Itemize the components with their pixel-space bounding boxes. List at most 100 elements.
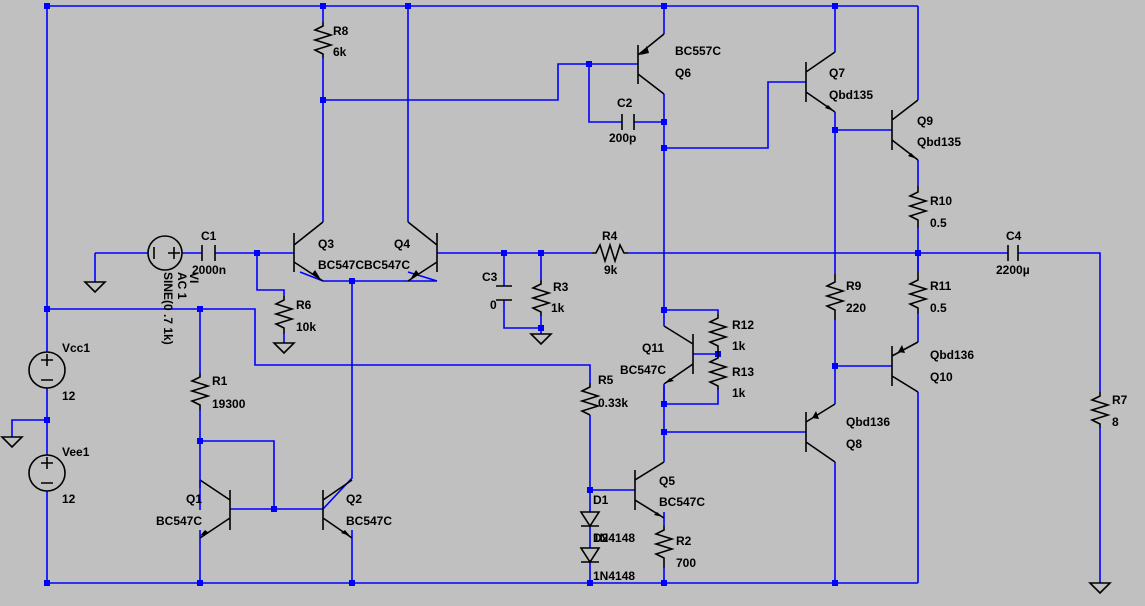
c2-value: 200p [609,131,636,145]
d1-model: 1N4148 [593,531,635,545]
q7-name: Q7 [829,66,845,80]
q5-model: BC547C [659,495,705,509]
ground-supply [0,436,24,449]
transistor-q1[interactable] [199,479,231,539]
c2-name: C2 [617,96,633,110]
r7-value: 8 [1112,415,1119,429]
d1-overlap: D2 [593,531,609,545]
vi-name: VI [187,272,201,283]
q11-name: Q11 [642,341,664,355]
r9-name: R9 [846,279,862,293]
r9-value: 220 [846,301,866,315]
q2-name: Q2 [346,492,362,506]
resistor-r5[interactable] [579,383,601,416]
resistor-r7[interactable] [1089,392,1111,428]
q9-model: Qbd135 [917,135,961,149]
r1-value: 19300 [212,397,246,411]
r10-value: 0.5 [930,216,947,230]
transistor-q10[interactable] [891,341,919,393]
r8-name: R8 [333,24,349,38]
resistor-r4[interactable] [592,242,628,264]
d2-model: 1N4148 [593,569,635,583]
r8-value: 6k [333,45,347,59]
r2-value: 700 [676,556,696,570]
q9-name: Q9 [917,114,933,128]
vi-ac: AC 1 [175,272,189,300]
resistor-r11[interactable] [907,272,929,314]
diode-d2[interactable] [579,547,601,564]
q4-name: Q4 [394,237,410,251]
transistor-q9[interactable] [891,99,919,161]
resistor-r8[interactable] [312,22,334,58]
transistor-q6[interactable] [637,33,665,95]
transistor-q11[interactable] [663,310,694,404]
r13-value: 1k [732,386,746,400]
q1-name: Q1 [186,492,202,506]
voltage-source-vcc1[interactable] [28,351,66,389]
r5-name: R5 [598,373,614,387]
q8-model: Qbd136 [846,415,890,429]
ground-r3 [529,333,553,346]
r12-name: R12 [732,318,754,332]
r13-name: R13 [732,365,754,379]
r5-value: 0.33k [598,396,628,410]
resistor-r3[interactable] [530,280,552,316]
r4-value: 9k [604,263,618,277]
resistor-r13[interactable] [707,354,729,390]
r3-name: R3 [553,280,569,294]
c3-value: 0 [490,298,497,312]
vcc1-value: 12 [62,389,76,403]
resistor-r10[interactable] [907,186,929,228]
c1-name: C1 [201,229,217,243]
c1-value: 2000n [192,263,226,277]
resistor-r1[interactable] [189,373,211,410]
r11-name: R11 [930,279,952,293]
voltage-source-vee1[interactable] [28,454,66,492]
capacitor-c2[interactable] [621,114,635,130]
labels: R8 6k R6 10k R1 19300 R3 1k R4 9k R5 0.3… [62,24,1128,583]
diode-d1[interactable] [579,511,601,528]
transistor-q8[interactable] [805,403,836,463]
q3-model: BC547C [318,258,364,272]
ground-input [83,281,107,294]
transistor-q5[interactable] [634,455,665,519]
ground-output [1088,582,1112,595]
transistor-q7[interactable] [805,51,836,113]
r6-value: 10k [296,320,316,334]
q1-model: BC547C [156,514,202,528]
transistor-q2[interactable] [322,479,353,539]
vee1-name: Vee1 [62,445,90,459]
vee1-value: 12 [62,492,76,506]
r11-value: 0.5 [930,301,947,315]
transistor-q3[interactable] [293,221,324,282]
r3-value: 1k [551,301,565,315]
q6-name: Q6 [675,66,691,80]
q3-name: Q3 [318,237,334,251]
c4-name: C4 [1006,229,1022,243]
r7-name: R7 [1112,393,1128,407]
resistor-r2[interactable] [653,526,675,568]
capacitor-c4[interactable] [1007,245,1019,261]
r6-name: R6 [296,298,312,312]
vi-value: SINE(0 .7 1k) [161,272,175,345]
wires [11,5,1101,584]
r2-name: R2 [676,534,692,548]
resistor-r12[interactable] [707,314,729,354]
q7-model: Qbd135 [829,88,873,102]
capacitor-c3[interactable] [496,285,512,301]
junctions [44,3,921,586]
resistor-r9[interactable] [824,274,846,320]
voltage-source-vi[interactable] [147,235,183,271]
q2-model: BC547C [346,514,392,528]
transistor-q4[interactable] [407,221,438,282]
r10-name: R10 [930,194,952,208]
q10-model: Qbd136 [930,348,974,362]
r12-value: 1k [732,339,746,353]
resistor-r6[interactable] [273,296,295,334]
ground-r6 [272,342,296,355]
capacitor-c1[interactable] [201,245,216,261]
d1-name: D1 [593,493,609,507]
q6-model: BC557C [675,44,721,58]
r1-name: R1 [212,374,228,388]
